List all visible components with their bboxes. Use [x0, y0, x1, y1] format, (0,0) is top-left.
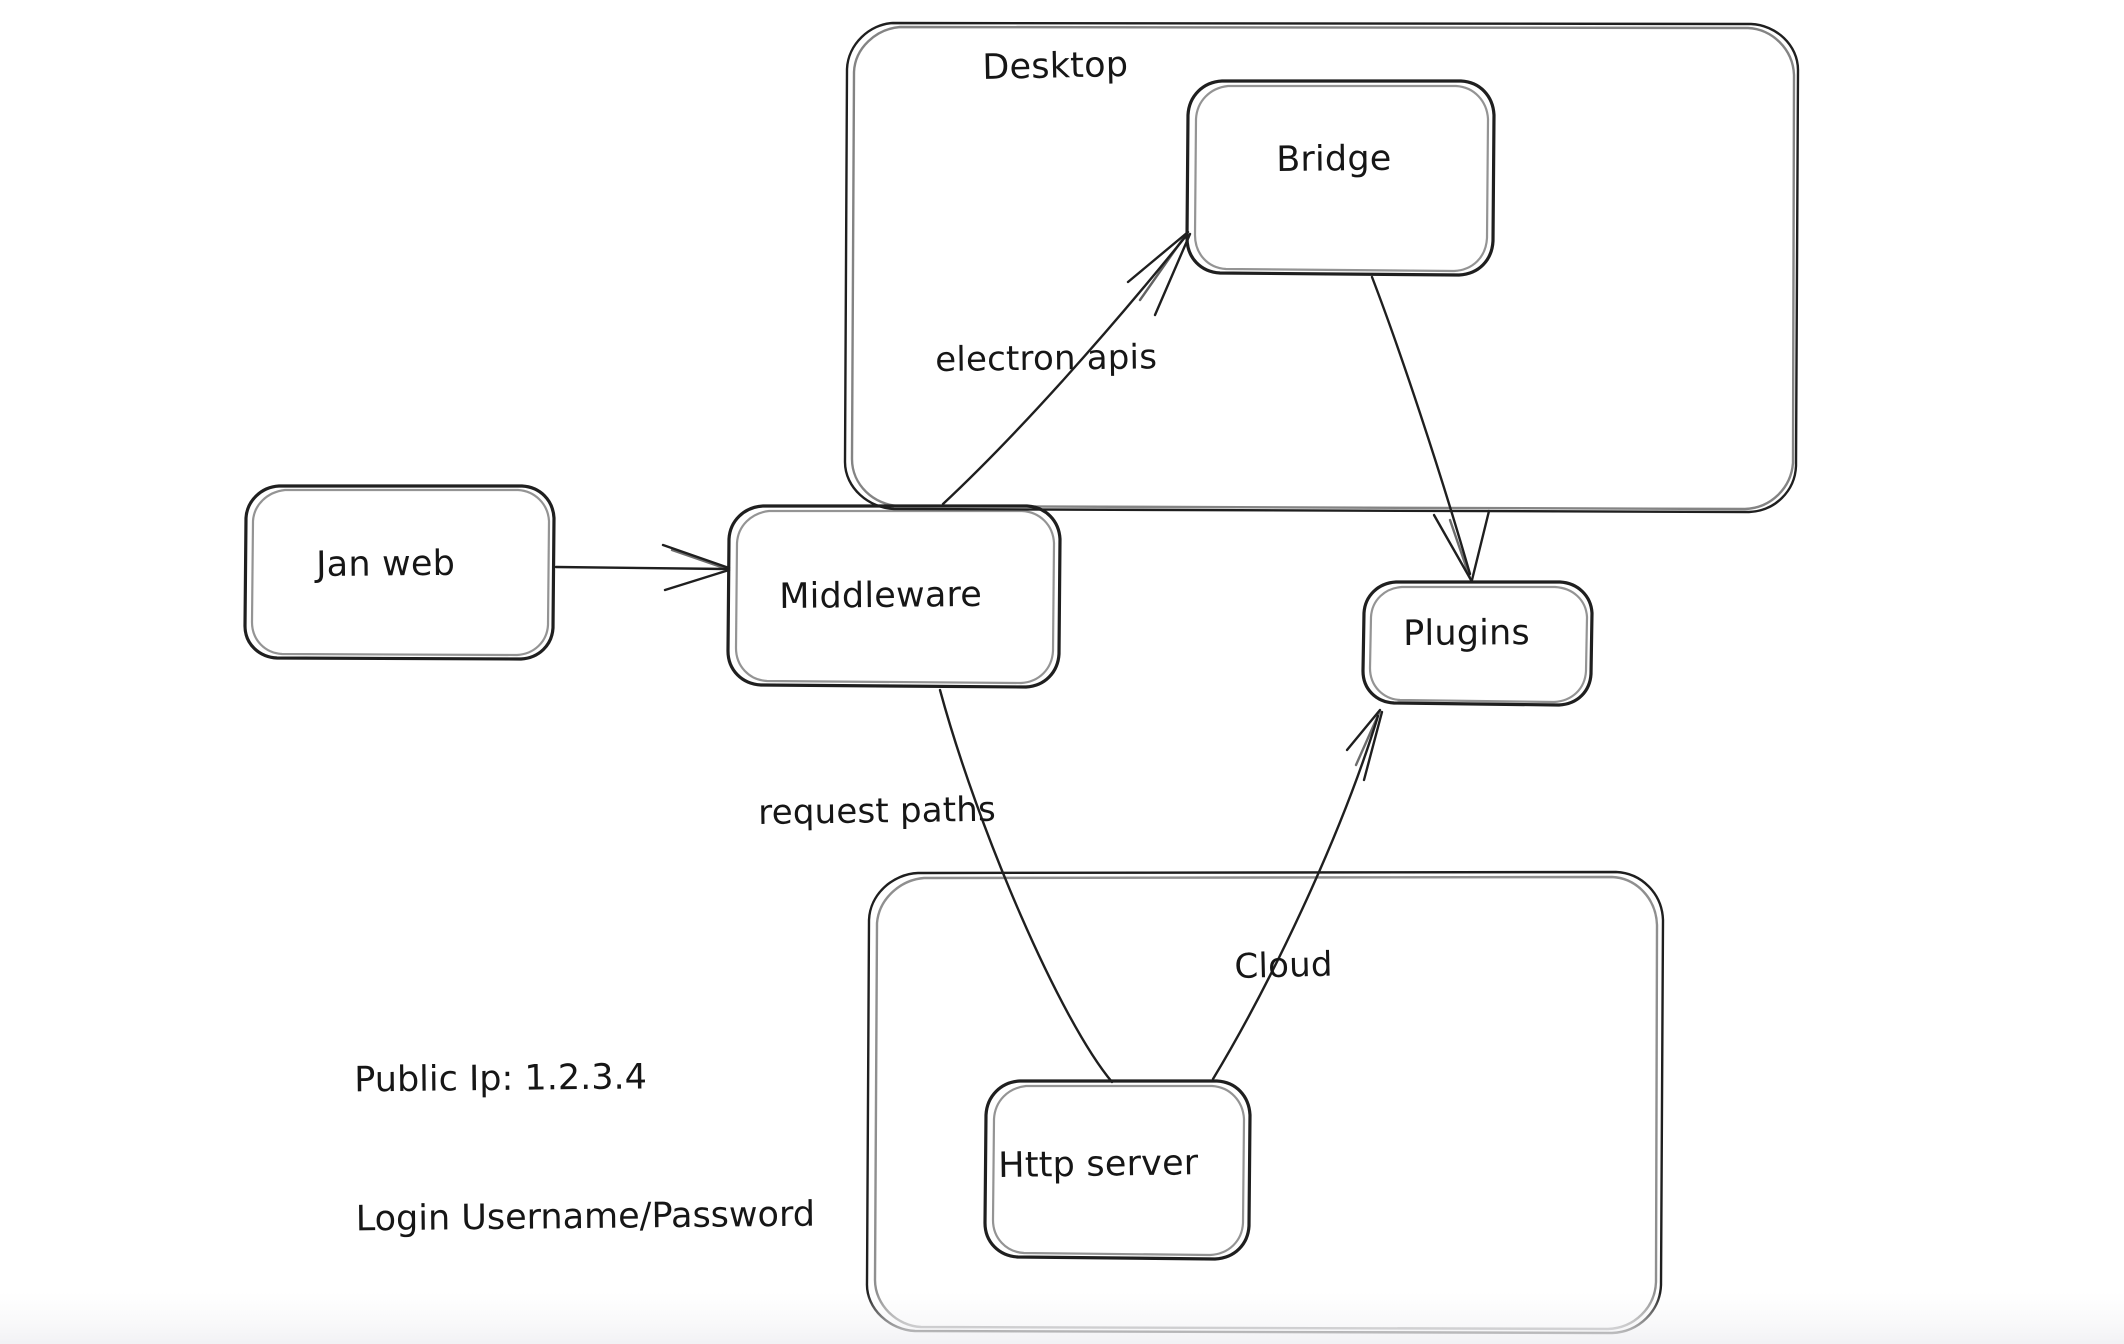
node-plugins-outline	[1361, 580, 1594, 707]
notes-block: Public Ip: 1.2.3.4 Login Username/Passwo…	[353, 961, 816, 1335]
note-login: Login Username/Password	[355, 1194, 816, 1240]
node-middleware-outline	[726, 504, 1062, 689]
node-bridge-outline	[1185, 79, 1496, 277]
node-jan-web-outline	[243, 484, 556, 661]
edge-bridge-to-plugins	[1370, 275, 1491, 582]
edge-http-server-to-plugins	[1211, 708, 1384, 1081]
group-cloud-outline	[865, 870, 1665, 1335]
edge-middleware-to-bridge	[941, 230, 1192, 506]
edge-middleware-to-http-server	[938, 688, 1114, 1084]
group-desktop-outline	[843, 21, 1800, 514]
note-public-ip: Public Ip: 1.2.3.4	[354, 1057, 648, 1101]
edge-jan-web-to-middleware	[554, 543, 731, 592]
node-http-server-outline	[983, 1079, 1252, 1261]
